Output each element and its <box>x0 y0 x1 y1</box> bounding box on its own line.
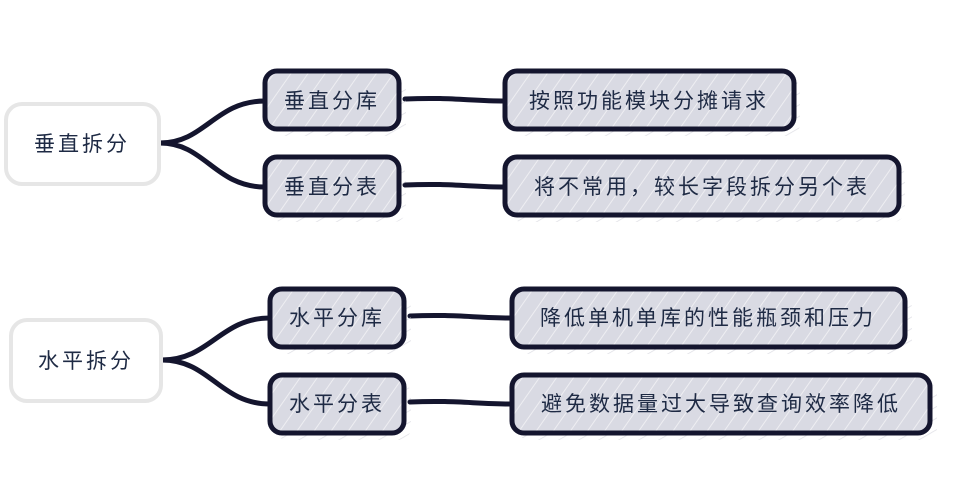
detail-label: 避免数据量过大导致查询效率降低 <box>541 392 901 416</box>
group-horizontal-split: 水平拆分 水平分库 降低单机单库的性能瓶颈和压力 水平分表 避免数据量过大导致查… <box>9 286 937 440</box>
connector-root-to-horizontal-table <box>159 357 273 407</box>
root-label: 水平拆分 <box>38 349 134 373</box>
connector-root-to-vertical-table <box>157 140 268 190</box>
node-label: 水平分库 <box>289 306 385 330</box>
detail-vertical-db: 按照功能模块分摊请求 <box>502 68 800 136</box>
connector-vertical-table-to-detail <box>402 181 508 190</box>
detail-horizontal-table: 避免数据量过大导致查询效率降低 <box>509 372 937 440</box>
node-horizontal-db: 水平分库 <box>267 286 411 354</box>
node-label: 水平分表 <box>289 392 385 416</box>
detail-label: 将不常用，较长字段拆分另个表 <box>534 175 870 199</box>
connector-vertical-db-to-detail <box>402 95 508 104</box>
node-horizontal-table: 水平分表 <box>267 372 411 440</box>
node-label: 垂直分库 <box>284 89 380 113</box>
detail-label: 按照功能模块分摊请求 <box>529 89 769 113</box>
group-vertical-split: 垂直拆分 垂直分库 按照功能模块分摊请求 垂直分表 将不常用，较长字段拆分另个表 <box>4 68 905 222</box>
connector-root-to-horizontal-db <box>159 315 273 363</box>
root-label: 垂直拆分 <box>34 132 130 156</box>
connectors-horizontal <box>159 312 515 407</box>
connectors-vertical <box>157 95 508 190</box>
connector-root-to-vertical-db <box>157 98 268 146</box>
connector-horizontal-db-to-detail <box>407 312 515 321</box>
detail-horizontal-db: 降低单机单库的性能瓶颈和压力 <box>509 286 912 354</box>
detail-label: 降低单机单库的性能瓶颈和压力 <box>540 306 876 330</box>
node-vertical-db: 垂直分库 <box>262 68 406 136</box>
connector-horizontal-table-to-detail <box>407 398 515 407</box>
node-label: 垂直分表 <box>284 175 380 199</box>
detail-vertical-table: 将不常用，较长字段拆分另个表 <box>502 154 905 222</box>
node-vertical-table: 垂直分表 <box>262 154 406 222</box>
root-node-vertical-split: 垂直拆分 <box>4 102 161 186</box>
root-node-horizontal-split: 水平拆分 <box>9 318 163 403</box>
